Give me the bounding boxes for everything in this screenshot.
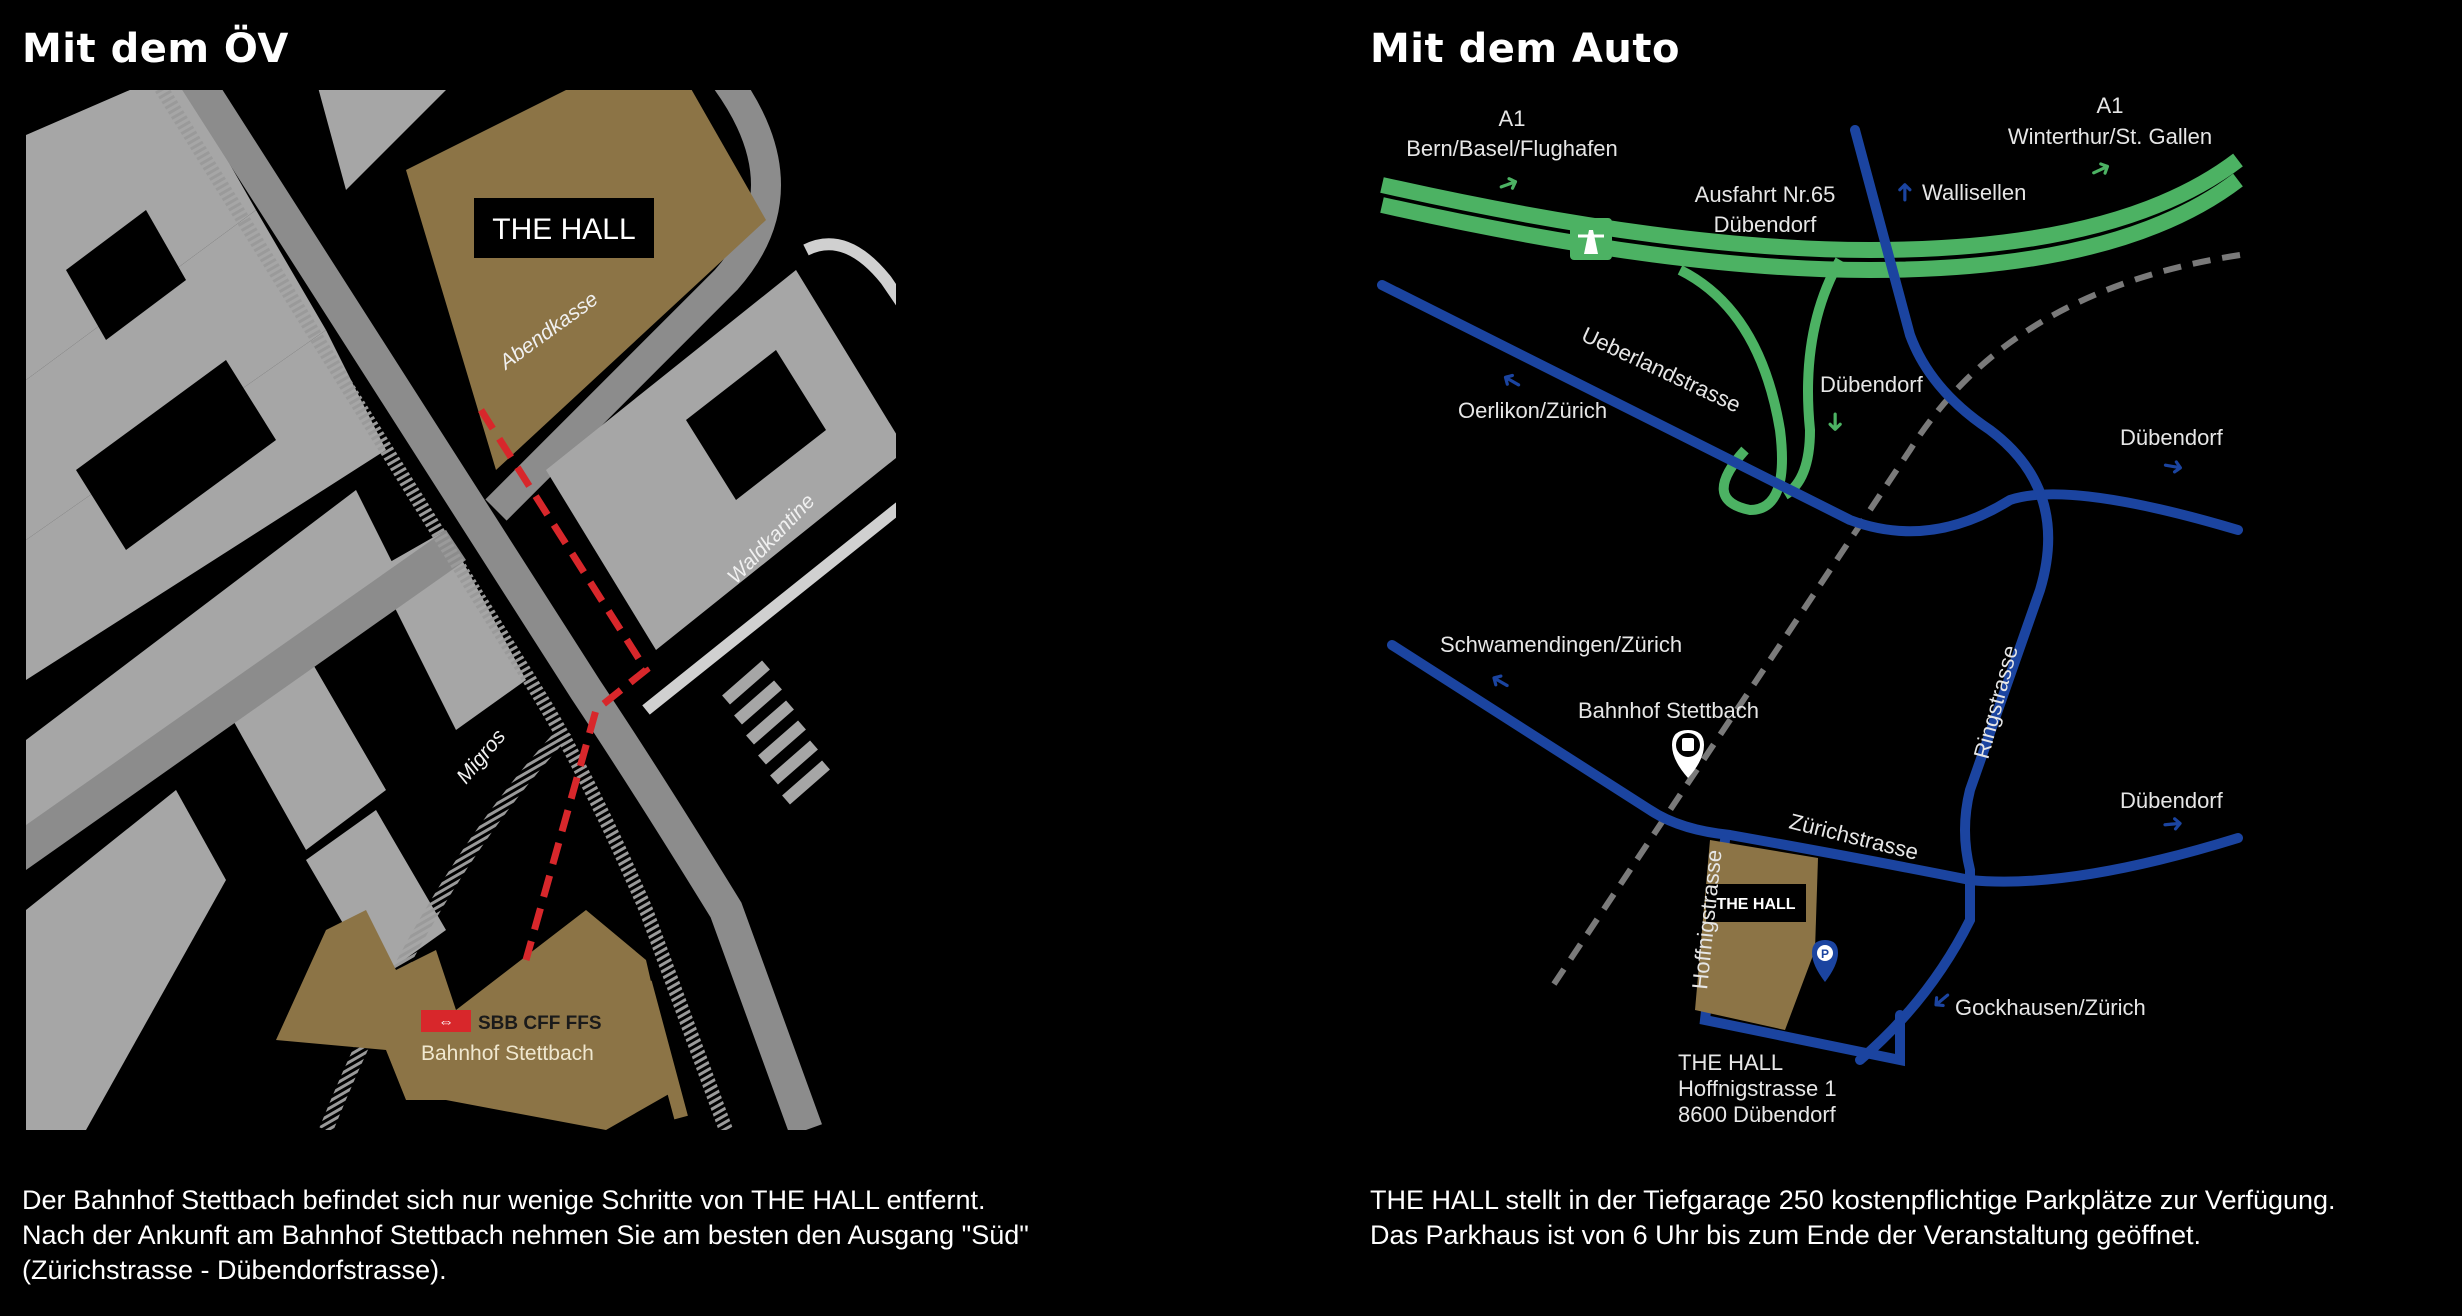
motorway-exit-ramp [1677, 257, 1845, 516]
oev-description-line: Nach der Ankunft am Bahnhof Stettbach ne… [22, 1220, 1029, 1250]
section-title-auto: Mit dem Auto [1370, 26, 1680, 72]
the-hall-label-box [474, 198, 654, 258]
svg-text:➜: ➜ [1821, 411, 1851, 433]
public-transport-map: THE HALL Abendkasse Waldkantine Migros ⇔… [26, 90, 896, 1130]
label-bahnhof-stettbach: Bahnhof Stettbach [421, 1042, 594, 1065]
label-bahnhof-stettbach: Bahnhof Stettbach [1578, 698, 1759, 723]
station-building [276, 910, 676, 1130]
address-line: Hoffnigstrasse 1 [1678, 1076, 1837, 1101]
label-duebendorf-east-1: Dübendorf [2120, 425, 2224, 450]
railway-curve [319, 725, 572, 1130]
label-a1-west-destination: Bern/Basel/Flughafen [1406, 136, 1618, 161]
crosswalk [722, 660, 830, 805]
oev-description: Der Bahnhof Stettbach befindet sich nur … [22, 1183, 1029, 1288]
address-line: THE HALL [1678, 1050, 1783, 1075]
label-ringstrasse: Ringstrasse [1969, 643, 2023, 762]
label-duebendorf-east-2: Dübendorf [2120, 788, 2224, 813]
section-title-oev: Mit dem ÖV [22, 26, 289, 72]
auto-description-line: THE HALL stellt in der Tiefgarage 250 ko… [1370, 1185, 2336, 1215]
auto-description-line: Das Parkhaus ist von 6 Uhr bis zum Ende … [1370, 1220, 2201, 1250]
railway-dashed [1547, 252, 2241, 992]
parking-icon: P [1812, 940, 1838, 982]
svg-text:➜: ➜ [1493, 166, 1524, 202]
label-gockhausen: Gockhausen/Zürich [1955, 995, 2146, 1020]
svg-text:➜: ➜ [1889, 181, 1919, 203]
the-hall-label: THE HALL [1716, 896, 1795, 913]
car-route-map: THE HALL P ➜ ➜ ➜ ➜ ➜ ➜ ➜ ➜ ➜ A1 Bern/Bas… [1377, 93, 2243, 1127]
label-exit-duebendorf: Dübendorf [1714, 212, 1818, 237]
address-line: 8600 Dübendorf [1678, 1102, 1837, 1127]
motorway-a1 [1380, 153, 2243, 279]
the-hall-label: THE HALL [492, 213, 635, 246]
svg-text:➜: ➜ [2084, 151, 2116, 187]
label-a1-east-destination: Winterthur/St. Gallen [2008, 124, 2212, 149]
railway [153, 90, 733, 1130]
auto-description: THE HALL stellt in der Tiefgarage 250 ko… [1370, 1183, 2336, 1253]
svg-text:➜: ➜ [1495, 363, 1529, 400]
sbb-logo-icon [421, 1010, 471, 1032]
label-duebendorf-exit: Dübendorf [1820, 372, 1924, 397]
svg-text:➜: ➜ [2161, 807, 2185, 839]
road-west [26, 530, 466, 870]
main-road [182, 90, 822, 1130]
svg-text:➜: ➜ [2160, 449, 2187, 482]
label-oerlikon: Oerlikon/Zürich [1458, 398, 1607, 423]
label-exit-number: Ausfahrt Nr.65 [1695, 182, 1836, 207]
the-hall-building [406, 90, 766, 470]
sbb-logo-text: SBB CFF FFS [478, 1013, 602, 1034]
label-a1-east: A1 [2097, 93, 2124, 118]
the-hall-label-box [1706, 884, 1806, 922]
train-station-icon [1672, 730, 1704, 778]
label-wallisellen: Wallisellen [1922, 180, 2026, 205]
label-a1-west: A1 [1499, 106, 1526, 131]
oev-description-line: Der Bahnhof Stettbach befindet sich nur … [22, 1185, 986, 1215]
roads-blue [1377, 125, 2243, 1067]
curved-road-east [485, 90, 781, 521]
svg-text:⇔: ⇔ [438, 1014, 454, 1031]
label-schwamendingen: Schwamendingen/Zürich [1440, 632, 1682, 657]
svg-text:P: P [1821, 947, 1829, 961]
oev-description-line: (Zürichstrasse - Dübendorfstrasse). [22, 1255, 447, 1285]
svg-text:➜: ➜ [1483, 664, 1517, 701]
walking-route [478, 408, 651, 961]
